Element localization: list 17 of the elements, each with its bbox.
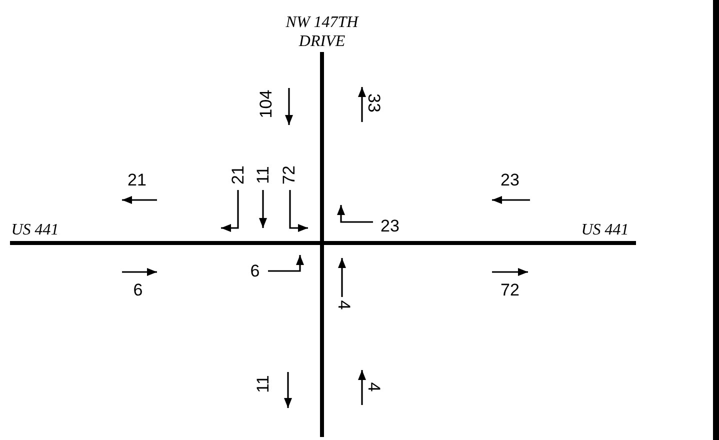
traffic-volume: 6: [133, 282, 143, 298]
traffic-volume: 11: [254, 166, 272, 184]
traffic-volume: 23: [500, 172, 520, 188]
traffic-volume: 21: [128, 172, 146, 188]
road-name: US 441: [580, 220, 630, 240]
traffic-volume: 11: [254, 375, 272, 393]
traffic-volume: 4: [366, 382, 382, 392]
road-name: US 441: [10, 220, 60, 240]
traffic-volume: 72: [500, 282, 520, 298]
traffic-volume: 23: [380, 218, 400, 234]
traffic-volume: 6: [250, 262, 260, 280]
traffic-volume: 4: [336, 300, 352, 310]
traffic-volume: 21: [230, 166, 246, 184]
road-name: NW 147TH DRIVE: [284, 12, 360, 52]
traffic-volume: 104: [258, 90, 274, 118]
traffic-volume: 72: [280, 166, 298, 184]
traffic-volume: 33: [366, 94, 382, 112]
